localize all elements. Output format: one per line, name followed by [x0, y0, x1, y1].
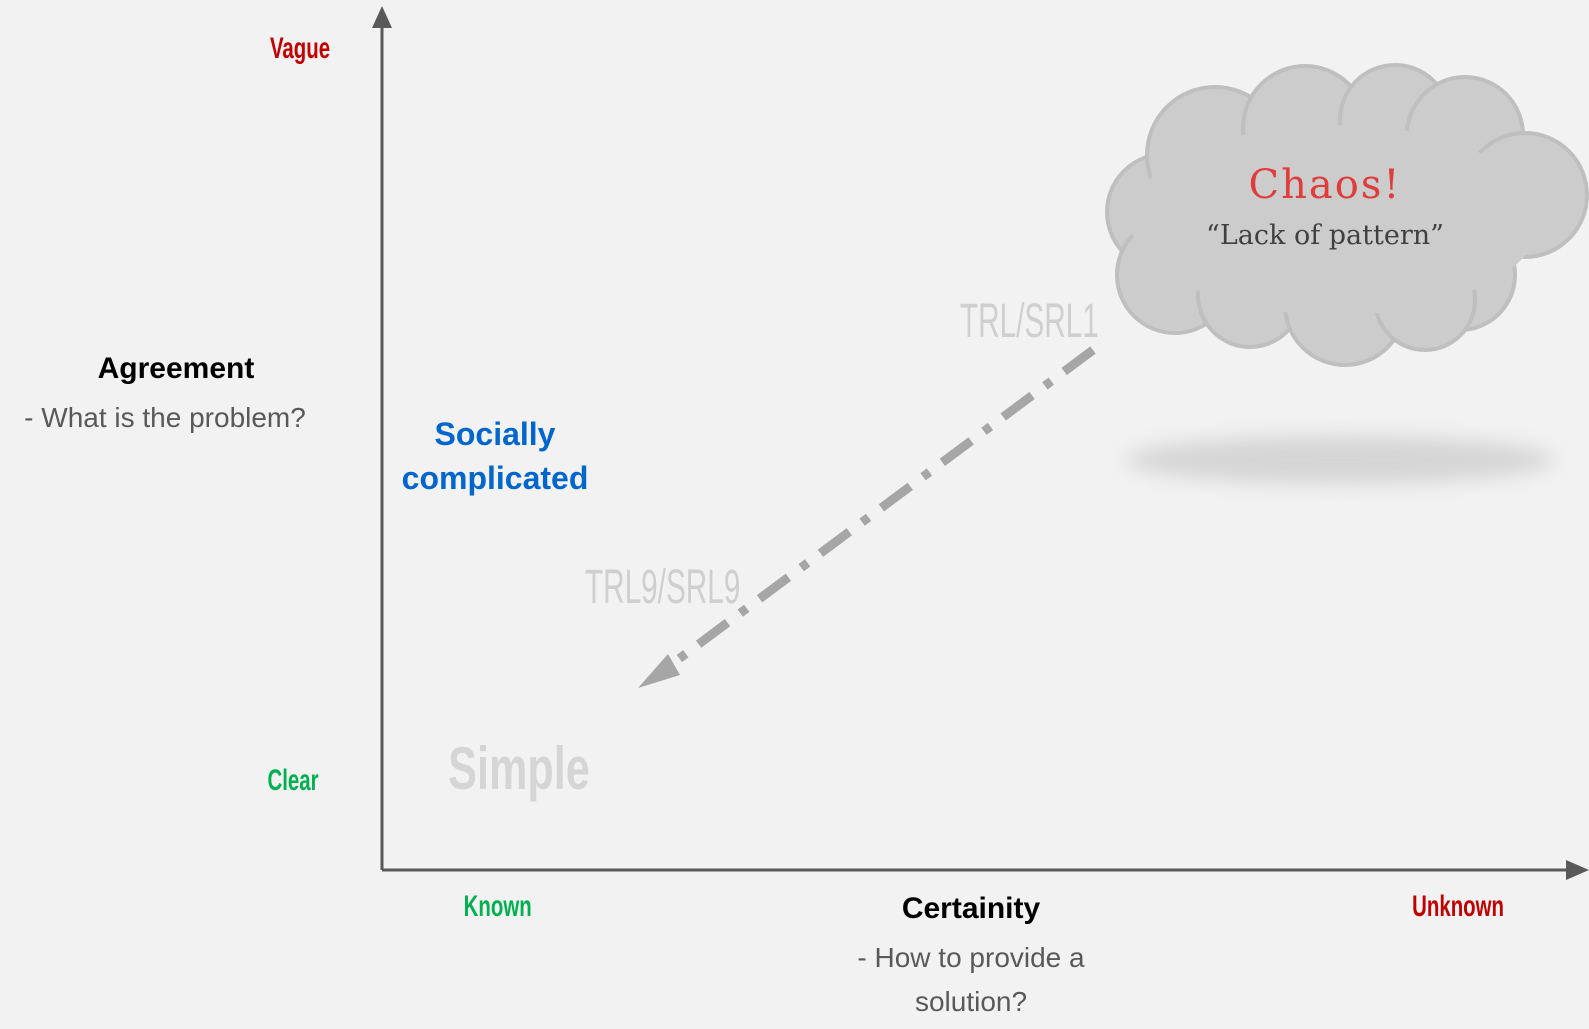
- y-axis: [372, 6, 392, 870]
- x-axis-left-label: Known: [463, 890, 532, 923]
- arrow-end-label: TRL9/SRL9: [584, 561, 741, 614]
- socially-complicated-label: Socially complicated: [401, 416, 589, 496]
- maturity-arrow: [638, 346, 1096, 688]
- x-axis: [382, 860, 1589, 880]
- x-axis-title: Certainity: [901, 892, 1041, 925]
- y-axis-bottom-label: Clear: [267, 764, 319, 797]
- chaos-subtitle: “Lack of pattern”: [1206, 220, 1444, 251]
- y-axis-subtitle: - What is the problem?: [24, 402, 306, 433]
- y-axis-arrowhead: [372, 6, 392, 28]
- x-axis-right-label: Unknown: [1412, 890, 1504, 923]
- x-axis-subtitle-line1: - How to provide a: [857, 942, 1085, 973]
- chaos-title: Chaos!: [1248, 162, 1402, 208]
- x-axis-subtitle-line2: solution?: [914, 986, 1028, 1017]
- chaos-cloud: [1105, 63, 1589, 367]
- y-axis-top-label: Vague: [269, 32, 331, 65]
- simple-label: Simple: [448, 735, 590, 802]
- cloud-shadow: [1125, 436, 1555, 484]
- y-axis-title: Agreement: [97, 352, 255, 385]
- arrow-start-label: TRL/SRL1: [959, 295, 1099, 348]
- arrow-head: [638, 654, 680, 688]
- x-axis-arrowhead: [1566, 860, 1589, 880]
